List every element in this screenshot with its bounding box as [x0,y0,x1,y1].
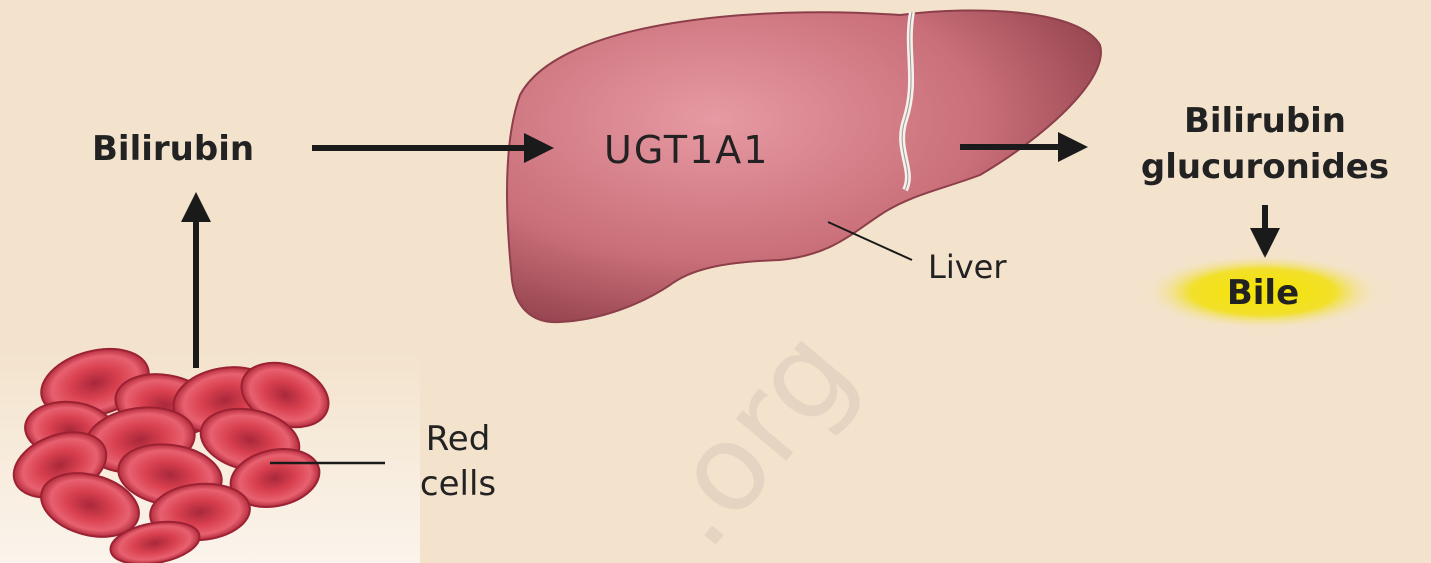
product-label-line1: Bilirubin [1184,101,1346,141]
bilirubin-label: Bilirubin [92,129,254,169]
watermark: .org [623,304,881,563]
liver-icon [507,10,1101,322]
red-cells-label-line2: cells [420,464,496,504]
red-cells-label-line1: Red [426,419,491,459]
product-label-line2: glucuronides [1141,147,1389,187]
liver-label: Liver [928,248,1007,286]
bile-label: Bile [1227,273,1299,313]
enzyme-label: UGT1A1 [604,128,769,172]
